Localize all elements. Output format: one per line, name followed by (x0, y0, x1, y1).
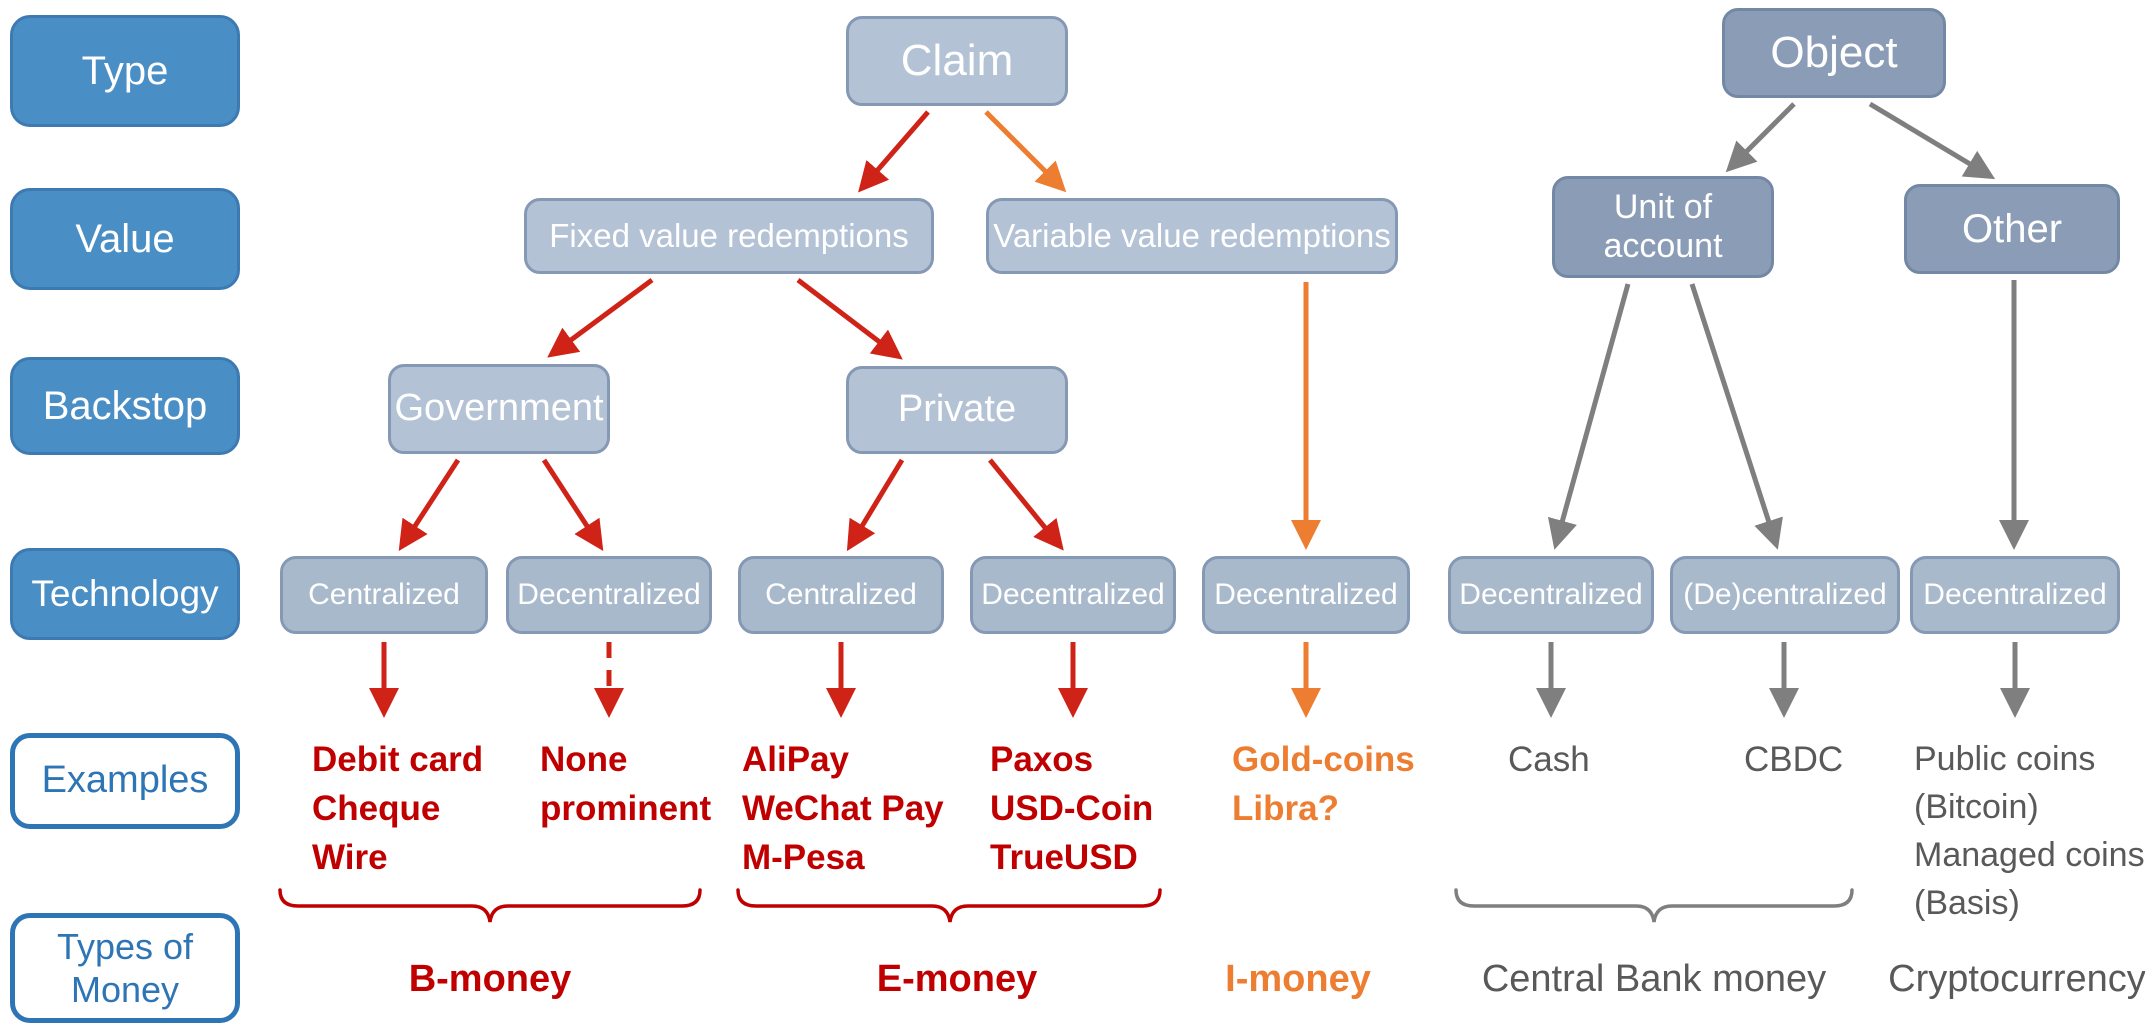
money-type-text: I-money (1225, 958, 1371, 1000)
tech-label: (De)centralized (1683, 577, 1887, 611)
example-line: AliPay (742, 740, 849, 779)
examples-b-money-centralized: Debit card Cheque Wire (312, 735, 483, 882)
arrow-claim-to-fixed (858, 110, 930, 193)
brace-b-money (278, 888, 702, 923)
example-line: (Bitcoin) (1914, 788, 2039, 826)
example-line: Public coins (1914, 740, 2096, 778)
row-label-technology-text: Technology (31, 572, 219, 614)
money-type-text: E-money (876, 958, 1038, 1000)
tech-label: Decentralized (517, 577, 701, 611)
example-line: Wire (312, 838, 388, 877)
money-type-b-money: B-money (370, 958, 610, 1001)
example-line: Managed coins (1914, 836, 2145, 874)
arrow-government-to-centralized (398, 458, 461, 552)
example-line: Gold-coins (1232, 740, 1415, 779)
node-claim-text: Claim (900, 35, 1014, 85)
tech-label: Centralized (765, 577, 917, 611)
row-label-examples-text: Examples (41, 759, 209, 802)
arrow-fixed-to-government (547, 277, 654, 358)
node-unit-of-account-text: Unit of account (1603, 187, 1723, 265)
node-object: Object (1722, 8, 1946, 98)
examples-e-money-centralized: AliPay WeChat Pay M-Pesa (742, 735, 944, 882)
node-private-text: Private (897, 388, 1017, 431)
example-line: None (540, 740, 628, 779)
node-unit-of-account: Unit of account (1552, 176, 1774, 278)
examples-cryptocurrency: Public coins (Bitcoin) Managed coins (Ba… (1914, 735, 2145, 927)
tech-label: Decentralized (1923, 577, 2107, 611)
node-tech-unit-de-centralized: (De)centralized (1670, 556, 1900, 634)
example-line: Debit card (312, 740, 484, 779)
node-variable-value-text: Variable value redemptions (993, 217, 1391, 255)
arrow-claim-to-variable (984, 110, 1067, 193)
node-tech-other-decentralized: Decentralized (1910, 556, 2120, 634)
node-other-text: Other (1961, 207, 2063, 251)
examples-b-money-decentralized: None prominent (540, 735, 711, 833)
tech-label: Decentralized (981, 577, 1165, 611)
examples-i-money: Gold-coins Libra? (1232, 735, 1415, 833)
money-type-text: Cryptocurrency (1888, 958, 2145, 1000)
node-tech-fixed-gov-centralized: Centralized (280, 556, 488, 634)
example-line: Cheque (312, 789, 441, 828)
brace-e-money (736, 888, 1162, 923)
example-line: Cash (1508, 740, 1590, 779)
example-line: M-Pesa (742, 838, 865, 877)
money-type-cryptocurrency: Cryptocurrency (1867, 958, 2145, 1001)
money-type-e-money: E-money (837, 958, 1077, 1001)
row-label-types-of-money-text: Types of Money (56, 925, 194, 1010)
money-type-text: B-money (408, 958, 572, 1000)
arrow-fixed-to-private (796, 278, 903, 360)
examples-e-money-decentralized: Paxos USD-Coin TrueUSD (990, 735, 1153, 882)
node-private: Private (846, 366, 1068, 454)
node-variable-value-redemptions: Variable value redemptions (986, 198, 1398, 274)
row-label-type: Type (10, 15, 240, 127)
example-line: USD-Coin (990, 789, 1154, 828)
node-government-text: Government (394, 387, 604, 430)
row-label-value: Value (10, 188, 240, 290)
node-tech-fixed-priv-decentralized: Decentralized (970, 556, 1176, 634)
node-fixed-value-redemptions: Fixed value redemptions (524, 198, 934, 274)
node-government: Government (388, 364, 610, 454)
example-line: WeChat Pay (742, 789, 944, 828)
money-type-text: Central Bank money (1481, 958, 1827, 1000)
row-label-backstop-text: Backstop (42, 384, 208, 428)
arrow-unit-to-decentralized (1547, 283, 1631, 550)
tech-label: Decentralized (1459, 577, 1643, 611)
row-label-technology: Technology (10, 548, 240, 640)
example-line: Libra? (1232, 789, 1339, 828)
example-line: TrueUSD (990, 838, 1138, 877)
node-tech-unit-decentralized: Decentralized (1448, 556, 1654, 634)
node-tech-variable-decentralized: Decentralized (1202, 556, 1410, 634)
example-line: CBDC (1744, 740, 1844, 779)
arrow-object-to-unit-of-account (1725, 102, 1796, 173)
node-tech-fixed-priv-centralized: Centralized (738, 556, 944, 634)
example-line: (Basis) (1914, 884, 2020, 922)
row-label-value-text: Value (75, 217, 175, 261)
money-type-central-bank-money: Central Bank money (1454, 958, 1854, 1001)
node-fixed-value-text: Fixed value redemptions (549, 217, 909, 255)
tech-label: Decentralized (1214, 577, 1398, 611)
money-type-i-money: I-money (1178, 958, 1418, 1001)
arrow-object-to-other (1868, 101, 1996, 180)
row-label-backstop: Backstop (10, 357, 240, 455)
arrow-private-to-centralized (846, 458, 905, 552)
examples-cbdc: CBDC (1744, 735, 1843, 784)
node-other: Other (1904, 184, 2120, 274)
row-label-examples: Examples (10, 733, 240, 829)
row-label-type-text: Type (81, 49, 169, 93)
examples-cash: Cash (1508, 735, 1590, 784)
tech-label: Centralized (308, 577, 460, 611)
node-object-text: Object (1770, 27, 1898, 77)
row-label-types-of-money: Types of Money (10, 913, 240, 1023)
arrow-private-to-decentralized (988, 458, 1064, 551)
node-claim: Claim (846, 16, 1068, 106)
arrow-unit-to-de-centralized (1689, 283, 1783, 550)
example-line: prominent (540, 789, 712, 828)
brace-central-bank-money (1454, 888, 1854, 923)
node-tech-fixed-gov-decentralized: Decentralized (506, 556, 712, 634)
arrow-government-to-decentralized (541, 458, 604, 552)
example-line: Paxos (990, 740, 1094, 779)
